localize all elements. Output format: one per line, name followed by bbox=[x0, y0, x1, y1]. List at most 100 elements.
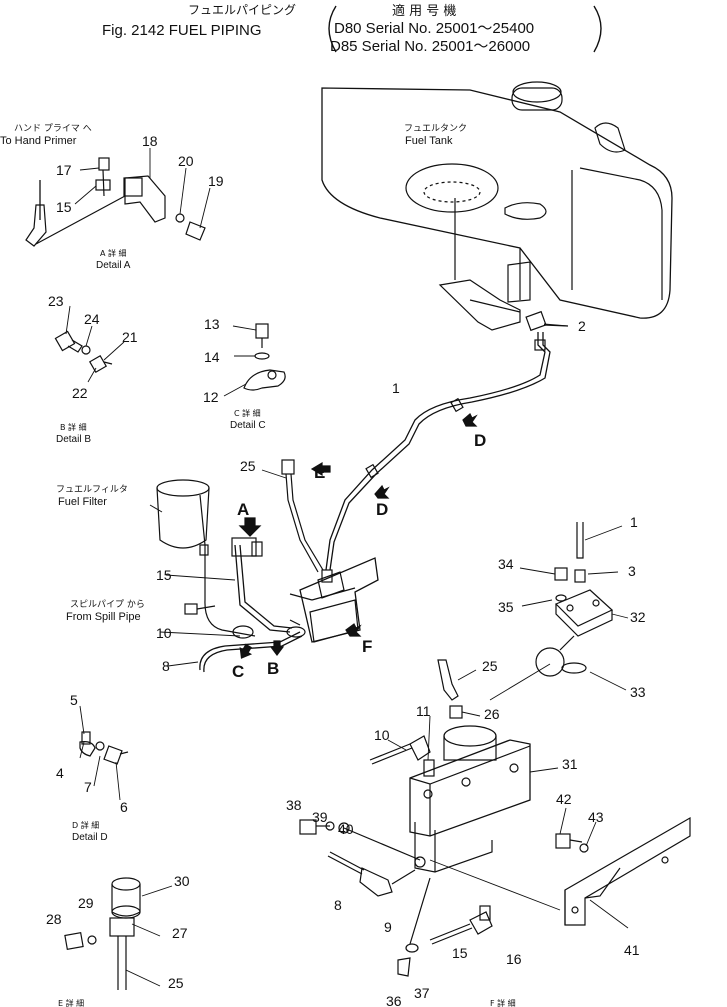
detail-e-caption-jp: E 詳 細 bbox=[58, 998, 84, 1007]
part-number-label: 27 bbox=[172, 925, 188, 941]
fuel-filter bbox=[156, 479, 256, 637]
fuel-tank bbox=[321, 81, 673, 331]
leader-lines bbox=[65, 148, 629, 987]
part-number-label: 24 bbox=[84, 311, 100, 327]
part-number-label: 8 bbox=[334, 897, 342, 913]
check-valve-a bbox=[231, 537, 263, 557]
part-number-label: 31 bbox=[562, 756, 578, 772]
manifold-assembly bbox=[199, 544, 379, 673]
part-number-label: 6 bbox=[120, 799, 128, 815]
part-number-label: 2 bbox=[578, 318, 586, 334]
tank-elbow-fitting bbox=[525, 310, 569, 332]
detail-d-caption-jp: D 詳 細 bbox=[72, 820, 99, 830]
view-letter-a: A bbox=[237, 500, 249, 519]
view-arrows bbox=[238, 413, 478, 659]
part-number-label: 21 bbox=[122, 329, 138, 345]
part-number-label: 13 bbox=[204, 316, 220, 332]
detail-a-caption-en: Detail A bbox=[96, 260, 131, 271]
part-number-label: 11 bbox=[416, 703, 431, 719]
part-number-label: 1 bbox=[630, 514, 638, 530]
fuel-filter-label-en: Fuel Filter bbox=[58, 496, 107, 508]
part-number-label: 41 bbox=[624, 942, 640, 958]
part-number-label: 43 bbox=[588, 809, 604, 825]
part-number-label: 38 bbox=[286, 797, 302, 813]
serial-d85: D85 Serial No. 25001～26000 bbox=[330, 38, 530, 55]
part-number-label: 22 bbox=[72, 385, 88, 401]
part-number-label: 37 bbox=[414, 985, 430, 1001]
serial-bracket-right bbox=[593, 5, 602, 53]
fitting-e-upper bbox=[281, 459, 324, 573]
detail-e-drawing bbox=[64, 877, 141, 990]
view-letter-d-upper: D bbox=[474, 431, 486, 450]
part-number-label: 18 bbox=[142, 133, 158, 149]
part-number-label: 30 bbox=[174, 873, 190, 889]
spill-pipe-label-jp: スピルパイプ から bbox=[70, 599, 145, 610]
part-number-label: 5 bbox=[70, 692, 78, 708]
part-number-label: 29 bbox=[78, 895, 94, 911]
part-number-label: 8 bbox=[162, 658, 170, 674]
part-number-label: 25 bbox=[168, 975, 184, 991]
part-number-label: 14 bbox=[204, 349, 220, 365]
spill-pipe-label-en: From Spill Pipe bbox=[66, 611, 141, 623]
part-number-label: 40 bbox=[338, 821, 354, 837]
detail-a-drawing bbox=[25, 157, 206, 247]
title-en: Fig. 2142 FUEL PIPING bbox=[102, 22, 262, 39]
fuel-filter-label-jp: フュエルフィルタ bbox=[56, 484, 128, 495]
part-number-label: 7 bbox=[84, 779, 92, 795]
detail-b-caption-jp: B 詳 細 bbox=[60, 422, 87, 432]
serial-bracket-left bbox=[328, 5, 337, 53]
part-number-label: 1 bbox=[392, 380, 400, 396]
detail-f-caption-jp: F 詳 細 bbox=[490, 998, 516, 1007]
part-number-label: 25 bbox=[482, 658, 498, 674]
detail-d-drawing bbox=[79, 731, 129, 765]
applies-jp: 適 用 号 機 bbox=[392, 3, 456, 19]
view-letter-c: C bbox=[232, 662, 244, 681]
part-number-label: 10 bbox=[374, 727, 390, 743]
detail-f-drawing bbox=[299, 522, 691, 977]
spill-pipe-fitting bbox=[184, 603, 216, 615]
detail-a-caption-jp: A 詳 細 bbox=[100, 248, 127, 258]
detail-c-drawing bbox=[243, 323, 286, 391]
part-number-label: 36 bbox=[386, 993, 402, 1007]
view-letter-f: F bbox=[362, 637, 372, 656]
part-number-label: 3 bbox=[628, 563, 636, 579]
hand-primer-label-en: To Hand Primer bbox=[0, 135, 77, 147]
part-number-label: 12 bbox=[203, 389, 219, 405]
part-number-label: 19 bbox=[208, 173, 224, 189]
header: フュエルパイピング Fig. 2142 FUEL PIPING 適 用 号 機 … bbox=[102, 3, 602, 55]
part-number-label: 15 bbox=[452, 945, 468, 961]
fuel-pipe-main bbox=[325, 332, 551, 571]
serial-d80: D80 Serial No. 25001～25400 bbox=[334, 20, 534, 37]
detail-d-caption-en: Detail D bbox=[72, 832, 108, 843]
part-number-label: 42 bbox=[556, 791, 572, 807]
part-number-label: 26 bbox=[484, 706, 500, 722]
view-letter-b: B bbox=[267, 659, 279, 678]
fuel-tank-label-en: Fuel Tank bbox=[405, 135, 453, 147]
title-jp: フュエルパイピング bbox=[188, 3, 296, 17]
detail-b-caption-en: Detail B bbox=[56, 434, 91, 445]
part-number-label: 32 bbox=[630, 609, 646, 625]
hand-primer-label-jp: ハンド プライマ へ bbox=[14, 123, 92, 134]
part-number-label: 34 bbox=[498, 556, 514, 572]
view-letter-e: E bbox=[314, 463, 325, 482]
detail-b-drawing bbox=[54, 330, 113, 374]
fuel-tank-label-jp: フュエルタンク bbox=[404, 123, 467, 134]
part-number-label: 10 bbox=[156, 625, 172, 641]
view-letter-d-lower: D bbox=[376, 500, 388, 519]
part-number-label: 28 bbox=[46, 911, 62, 927]
detail-c-caption-en: Detail C bbox=[230, 420, 266, 431]
part-number-label: 33 bbox=[630, 684, 646, 700]
part-number-label: 25 bbox=[240, 458, 256, 474]
part-number-label: 35 bbox=[498, 599, 514, 615]
part-number-label: 20 bbox=[178, 153, 194, 169]
detail-c-caption-jp: C 詳 細 bbox=[234, 408, 261, 418]
part-number-label: 15 bbox=[56, 199, 72, 215]
part-number-label: 23 bbox=[48, 293, 64, 309]
part-number-label: 39 bbox=[312, 809, 328, 825]
part-numbers: 1 1 2 3 4 5 6 7 8 8 9 10 10 11 12 13 14 … bbox=[46, 133, 646, 1007]
part-number-label: 16 bbox=[506, 951, 522, 967]
part-number-label: 4 bbox=[56, 765, 64, 781]
part-number-label: 15 bbox=[156, 567, 172, 583]
part-number-label: 9 bbox=[384, 919, 392, 935]
